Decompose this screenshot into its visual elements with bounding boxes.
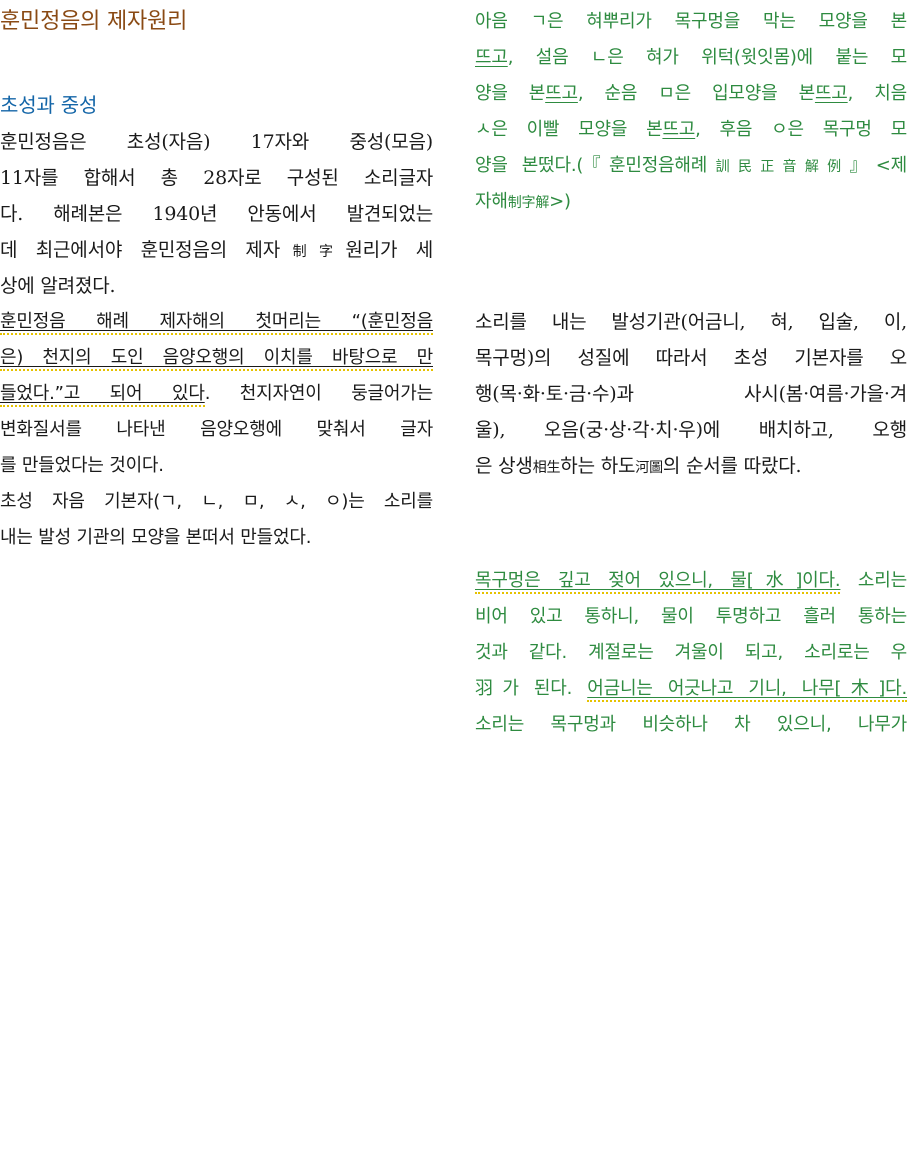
text-span: 羽가 된다. bbox=[475, 678, 588, 699]
text-span: 소리는 bbox=[840, 570, 907, 591]
text-span: , 설음 ㄴ은 혀가 위턱(윗잇몸)에 붙는 모 bbox=[507, 47, 907, 68]
highlighted-quote: 훈민정음 해례 제자해의 첫머리는 “(훈민정음 bbox=[0, 311, 433, 335]
text-line: 변화질서를 나타낸 음양오행에 맞춰서 글자 bbox=[0, 419, 433, 440]
section-subtitle: 초성과 중성 bbox=[0, 93, 98, 117]
highlighted-quote: 들었다.”고 되어 있다 bbox=[0, 383, 205, 407]
hanja-annotation: 制字 bbox=[279, 244, 346, 260]
text-line: 상에 알려졌다. bbox=[0, 275, 116, 297]
text-line: 소리를 내는 발성기관(어금니, 혀, 입술, 이, bbox=[475, 311, 907, 333]
quote-line: 목구멍은 깊고 젖어 있으니, 물[水]이다. 소리는 bbox=[475, 563, 907, 599]
text-span: 뜨고 bbox=[662, 119, 696, 140]
text-line: 데 최근에서야 훈민정음의 제자制字원리가 세 bbox=[0, 232, 433, 268]
text-span: 양을 본 bbox=[475, 83, 546, 104]
text-span: 의 순서를 따랐다. bbox=[662, 455, 802, 477]
text-span: 자해 bbox=[475, 191, 508, 212]
text-line: 들었다.”고 되어 있다. 천지자연이 둥글어가는 bbox=[0, 376, 433, 412]
text-span: 은 상생 bbox=[475, 455, 533, 477]
quote-line: 아음 ㄱ은 혀뿌리가 목구멍을 막는 모양을 본 bbox=[475, 11, 907, 32]
hanja-annotation: 制字解 bbox=[507, 195, 550, 211]
quote-line: 羽가 된다. 어금니는 어긋나고 기니, 나무[木]다. bbox=[475, 671, 907, 707]
text-span: , 후음 ㅇ은 목구멍 모 bbox=[695, 119, 907, 140]
text-line: 훈민정음 해례 제자해의 첫머리는 “(훈민정음 bbox=[0, 304, 433, 340]
text-line: 내는 발성 기관의 모양을 본떠서 만들었다. bbox=[0, 527, 312, 548]
text-span: . 천지자연이 둥글어가는 bbox=[204, 383, 433, 404]
quote-line: 소리는 목구멍과 비슷하나 차 있으니, 나무가 bbox=[475, 714, 907, 735]
highlighted-quote: 어금니는 어긋나고 기니, 나무[木]다. bbox=[587, 678, 907, 702]
text-line: 를 만들었다는 것이다. bbox=[0, 455, 164, 476]
highlighted-quote: 은) 천지의 도인 음양오행의 이치를 바탕으로 만 bbox=[0, 347, 433, 371]
text-line: 11자를 합해서 총 28자로 구성된 소리글자 bbox=[0, 167, 433, 189]
quote-line: 양을 본뜨고, 순음 ㅁ은 입모양을 본뜨고, 치음 bbox=[475, 76, 907, 112]
text-line: 목구멍)의 성질에 따라서 초성 기본자를 오 bbox=[475, 347, 907, 369]
text-span: ㅅ은 이빨 모양을 본 bbox=[475, 119, 663, 140]
quote-line: 양을 본떴다.(『훈민정음해례訓民正音解例』<제 bbox=[475, 148, 907, 184]
text-span: 원리가 세 bbox=[345, 239, 433, 261]
text-span: >) bbox=[549, 191, 571, 212]
text-line: 훈민정음은 초성(자음) 17자와 중성(모음) bbox=[0, 131, 433, 153]
quote-line: ㅅ은 이빨 모양을 본뜨고, 후음 ㅇ은 목구멍 모 bbox=[475, 112, 907, 148]
text-line: 행(목·화·토·금·수)과 사시(봄·여름·가을·겨 bbox=[475, 383, 907, 405]
text-span: 뜨고 bbox=[814, 83, 848, 104]
highlighted-quote: 목구멍은 깊고 젖어 있으니, 물[水]이다. bbox=[475, 570, 841, 594]
text-span: , 순음 ㅁ은 입모양을 본 bbox=[577, 83, 815, 104]
text-span: 데 최근에서야 훈민정음의 제자 bbox=[0, 239, 280, 261]
text-line: 은) 천지의 도인 음양오행의 이치를 바탕으로 만 bbox=[0, 340, 433, 376]
quote-line: 뜨고, 설음 ㄴ은 혀가 위턱(윗잇몸)에 붙는 모 bbox=[475, 40, 907, 76]
quote-line: 비어 있고 통하니, 물이 투명하고 흘러 통하는 bbox=[475, 606, 907, 627]
text-span: 뜨고 bbox=[475, 47, 508, 68]
text-span: , 치음 bbox=[847, 83, 907, 104]
page-title: 훈민정음의 제자원리 bbox=[0, 9, 188, 34]
text-line: 다. 해례본은 1940년 안동에서 발견되었는 bbox=[0, 203, 433, 225]
quote-line: 자해制字解>) bbox=[475, 184, 571, 220]
text-line: 울), 오음(궁·상·각·치·우)에 배치하고, 오행 bbox=[475, 419, 907, 441]
hanja-annotation: 訓民正音解例 bbox=[707, 159, 850, 175]
text-span: 』<제 bbox=[849, 155, 907, 176]
text-line: 초성 자음 기본자(ㄱ, ㄴ, ㅁ, ㅅ, ㅇ)는 소리를 bbox=[0, 491, 433, 512]
text-span: 뜨고 bbox=[545, 83, 578, 104]
hanja-annotation: 河圖 bbox=[635, 460, 663, 476]
text-span: 양을 본떴다.(『훈민정음해례 bbox=[475, 155, 708, 176]
hanja-annotation: 相生 bbox=[532, 460, 561, 476]
quote-line: 것과 같다. 계절로는 겨울이 되고, 소리로는 우 bbox=[475, 642, 907, 663]
text-span: 하는 하도 bbox=[560, 455, 636, 477]
text-line: 은 상생相生하는 하도河圖의 순서를 따랐다. bbox=[475, 448, 802, 484]
